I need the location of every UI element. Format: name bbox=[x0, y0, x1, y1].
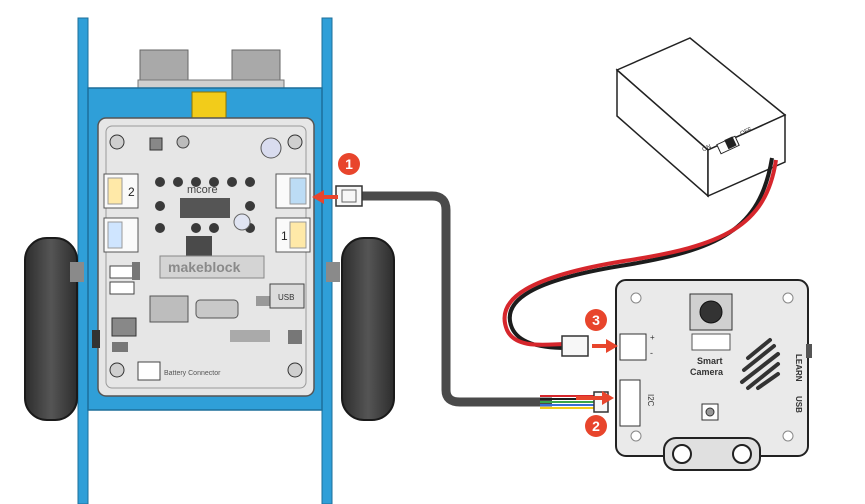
speaker-grille bbox=[740, 338, 780, 390]
camera-name-line1: Smart bbox=[697, 356, 723, 366]
minus-label: - bbox=[650, 348, 653, 358]
camera-usb-label: USB bbox=[794, 396, 803, 413]
step-3: 3 bbox=[585, 309, 618, 353]
port-right-bottom bbox=[275, 217, 311, 253]
learn-button bbox=[806, 344, 812, 358]
port-label-1: 1 bbox=[281, 229, 288, 243]
port-left-top bbox=[103, 173, 139, 209]
right-wheel bbox=[341, 237, 395, 421]
camera-label-plate bbox=[691, 333, 731, 351]
camera-i2c-port bbox=[619, 379, 641, 427]
buzzer bbox=[260, 137, 282, 159]
robot-usb-label: USB bbox=[278, 293, 294, 302]
step-2-badge bbox=[585, 415, 607, 437]
left-axle bbox=[70, 262, 84, 282]
camera-led bbox=[705, 407, 715, 417]
board-screws bbox=[109, 134, 303, 378]
camera-name-line2: Camera bbox=[690, 367, 724, 377]
board-components bbox=[155, 177, 255, 262]
camera-power-port bbox=[619, 333, 647, 361]
battery-plug bbox=[561, 335, 589, 357]
step-1-badge bbox=[338, 153, 360, 175]
i2c-label: I2C bbox=[646, 394, 655, 407]
left-rail bbox=[77, 17, 89, 504]
light-sensor bbox=[233, 213, 251, 231]
battery-box: ON OFF bbox=[615, 37, 787, 198]
mbot-robot: 2 1 mcore makeblock bbox=[24, 17, 395, 504]
step-1: 1 bbox=[312, 153, 360, 204]
board-logo: mcore bbox=[187, 184, 218, 196]
port-label-2: 2 bbox=[128, 185, 135, 199]
left-wheel bbox=[24, 237, 78, 421]
logo-plate bbox=[159, 255, 265, 279]
battery-switch-knob bbox=[724, 136, 737, 150]
led bbox=[176, 135, 190, 149]
step-1-number: 1 bbox=[345, 156, 353, 172]
step-3-badge bbox=[585, 309, 607, 331]
right-axle bbox=[326, 262, 340, 282]
step-3-number: 3 bbox=[592, 312, 600, 328]
battery-connector bbox=[137, 361, 161, 381]
port-left-bottom bbox=[103, 217, 139, 253]
board-inner-frame bbox=[105, 125, 307, 389]
robot-usb-port bbox=[269, 283, 305, 309]
button bbox=[149, 137, 163, 151]
lower-components bbox=[109, 262, 302, 352]
brand-logo: makeblock bbox=[168, 259, 241, 275]
plus-label: + bbox=[650, 333, 655, 342]
step-2-number: 2 bbox=[592, 418, 600, 434]
ultrasonic-right-eye bbox=[231, 49, 281, 85]
switch-on-label: ON bbox=[702, 144, 713, 153]
right-rail bbox=[321, 17, 333, 504]
battery-connector-label: Battery Connector bbox=[164, 370, 221, 377]
camera-lens bbox=[699, 300, 723, 324]
ultrasonic-left-eye bbox=[139, 49, 189, 85]
robot-cable-plug bbox=[335, 185, 363, 207]
learn-label: LEARN bbox=[794, 354, 803, 382]
yellow-module bbox=[191, 91, 227, 119]
switch-off-label: OFF bbox=[740, 127, 754, 138]
i2c-cable bbox=[362, 191, 552, 407]
step-2: 2 bbox=[576, 391, 614, 437]
power-switch bbox=[92, 330, 100, 348]
smart-camera: Smart Camera + - I2C LEARN USB bbox=[615, 279, 812, 471]
port-right-top bbox=[275, 173, 311, 209]
battery-wire-red bbox=[502, 159, 778, 347]
